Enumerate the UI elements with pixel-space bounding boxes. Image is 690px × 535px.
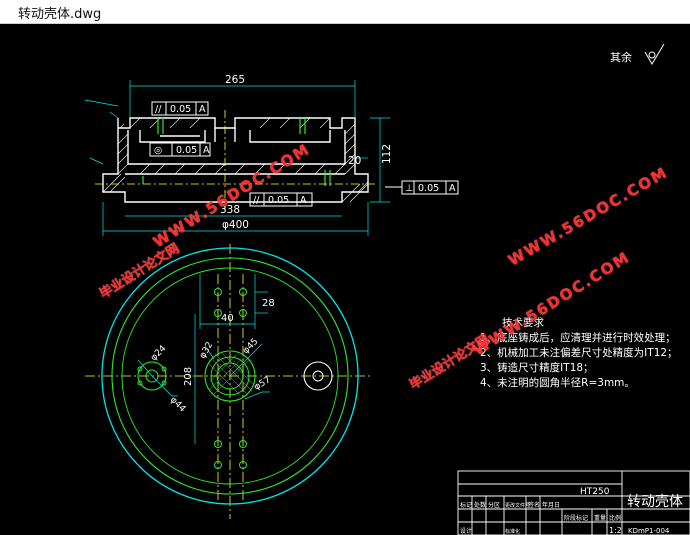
tb-label-date: 年月日 xyxy=(542,501,560,509)
tech-requirements-title: 技术要求 xyxy=(502,317,544,329)
tb-part-name: 转动壳体 xyxy=(627,493,683,510)
section-centerlines xyxy=(95,110,375,210)
tech-req-item: 4、未注明的圆角半径R=3mm。 xyxy=(480,377,635,389)
tb-label-design: 设计 xyxy=(460,527,472,535)
surface-note: 其余 xyxy=(610,50,632,64)
tb-label-standard: 标准化 xyxy=(505,528,520,535)
section-dim-text: 265 338 φ400 20 112 xyxy=(220,74,393,231)
tb-label-weight: 重量 xyxy=(594,514,606,522)
dim-40: 40 xyxy=(221,313,234,324)
tol3-datum: A xyxy=(300,195,307,206)
tol3-value: 0.05 xyxy=(268,195,289,206)
dim-20: 20 xyxy=(348,155,361,167)
drawing-svg: 其余 xyxy=(0,24,690,535)
title-block-grid xyxy=(457,470,690,535)
tol1-symbol: // xyxy=(155,104,162,115)
tb-label-sign: 签名 xyxy=(528,501,540,509)
tb-label-stage: 阶段标记 xyxy=(564,514,588,522)
tech-req-item: 3、铸造尺寸精度IT18； xyxy=(480,362,594,374)
dim-28: 28 xyxy=(262,298,275,309)
window-title: 转动壳体.dwg xyxy=(18,7,102,22)
dim-208: 208 xyxy=(183,367,194,386)
tol4-value: 0.05 xyxy=(418,183,439,194)
tol1-value: 0.05 xyxy=(170,104,191,115)
tol2-symbol: ◎ xyxy=(154,145,162,156)
tb-scale: 1:2 xyxy=(609,526,622,535)
tol3-symbol: // xyxy=(253,195,260,206)
dim-338: 338 xyxy=(220,204,240,216)
drawing-canvas[interactable]: 其余 xyxy=(0,24,690,535)
tol4-symbol: ⊥ xyxy=(405,183,413,194)
tol4-datum: A xyxy=(449,183,456,194)
tech-requirements: 技术要求 1、底座铸成后，应清理并进行时效处理； 2、机械加工未注偏差尺寸处精度… xyxy=(480,316,690,391)
tb-label-scale: 比例 xyxy=(609,514,621,522)
tb-code: KDmP1-004 xyxy=(628,527,670,535)
tol2-value: 0.05 xyxy=(176,145,197,156)
window-titlebar: 转动壳体.dwg xyxy=(0,0,690,24)
tolerance-frame-graphics xyxy=(149,101,459,207)
tolerance-frame-text: // 0.05 A ◎ 0.05 A // 0.05 A ⊥ 0.05 A xyxy=(154,104,456,206)
section-holes xyxy=(142,118,331,186)
plan-circles xyxy=(101,247,359,505)
plan-bolt-holes xyxy=(137,288,247,469)
title-block-labels: 标记 处数 分区 更改文件号 签名 年月日 设计 标准化 阶段标记 重量 比例 xyxy=(460,501,621,535)
tb-material: HT250 xyxy=(580,487,610,497)
dim-265: 265 xyxy=(225,74,245,86)
tb-label-zone: 分区 xyxy=(488,501,500,509)
title-block-values: HT250 转动壳体 1:2 KDmP1-004 xyxy=(580,487,683,535)
section-dim-lines xyxy=(84,80,390,236)
dim-112: 112 xyxy=(381,144,393,164)
drawing-background xyxy=(0,24,690,535)
roughness-symbol xyxy=(644,43,665,65)
section-outline xyxy=(102,117,369,203)
tb-label-mark: 标记 xyxy=(460,501,472,509)
plan-dim-lines xyxy=(137,274,270,444)
tb-label-count: 处数 xyxy=(474,501,486,509)
tb-label-change: 更改文件号 xyxy=(505,502,530,509)
section-view: // 0.05 A ◎ 0.05 A // 0.05 A ⊥ 0.05 A 26… xyxy=(84,74,459,236)
dim-400: φ400 xyxy=(222,219,249,231)
tech-req-item: 2、机械加工未注偏差尺寸处精度为IT12； xyxy=(480,347,678,359)
tech-req-item: 1、底座铸成后，应清理并进行时效处理； xyxy=(480,332,676,344)
tol1-datum: A xyxy=(199,104,206,115)
tol2-datum: A xyxy=(203,145,210,156)
